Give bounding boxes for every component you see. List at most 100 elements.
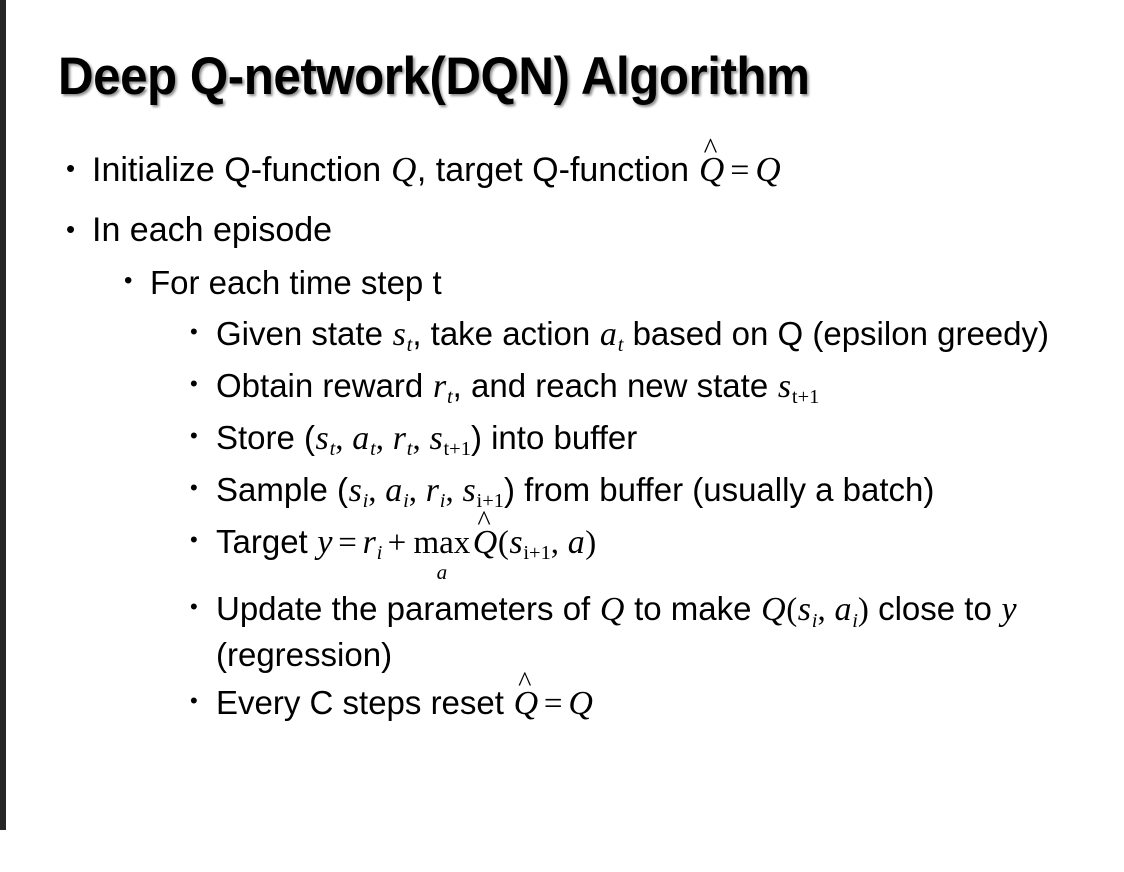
- slide-body: • Initialize Q-function Q, target Q-func…: [0, 134, 1124, 726]
- bullet-in-each-episode-text: In each episode: [92, 210, 333, 249]
- bullet-update: • Update the parameters of Q to make Q(s…: [0, 588, 1124, 675]
- text-fragment: Update the parameters of: [216, 590, 600, 628]
- math-var-a: a: [352, 420, 370, 458]
- math-var-a: a: [834, 591, 852, 629]
- math-subscript: i: [439, 490, 446, 513]
- math-subscript: i: [403, 490, 409, 513]
- math-subscript: t: [406, 334, 413, 357]
- math-var-s: s: [348, 471, 362, 509]
- math-var-r: r: [362, 523, 376, 561]
- math-subscript: i+1: [476, 490, 504, 512]
- bullet-dot-icon: •: [190, 526, 198, 552]
- math-separator: ,: [408, 472, 426, 509]
- math-paren: (: [497, 524, 509, 561]
- bullet-given-state-text: Given state st, take action at based on …: [216, 313, 1124, 359]
- bullet-in-each-episode: • In each episode: [0, 209, 1124, 252]
- text-fragment: (regression): [216, 636, 393, 674]
- math-max-underscript: a: [436, 559, 448, 584]
- math-var-q: Q: [568, 684, 593, 722]
- math-subscript: i: [811, 609, 818, 632]
- math-equals: =: [730, 152, 750, 189]
- math-var-a: a: [385, 471, 403, 509]
- hat-accent: ^: [703, 132, 718, 165]
- math-subscript: i+1: [523, 542, 550, 564]
- math-equals: =: [543, 685, 563, 722]
- text-fragment: to make: [624, 590, 761, 628]
- math-max-label: max: [413, 525, 471, 562]
- math-subscript: i: [376, 541, 383, 564]
- text-fragment: , take action: [412, 315, 600, 353]
- math-subscript-value: t+1: [443, 438, 471, 461]
- text-fragment: based on Q (epsilon greedy): [623, 315, 1049, 353]
- math-separator: ,: [817, 592, 834, 629]
- math-var-qhat: ^Q: [698, 134, 725, 192]
- text-fragment: , and reach new state: [452, 367, 778, 405]
- math-var-y: y: [1001, 591, 1017, 629]
- math-separator: ,: [368, 472, 385, 509]
- math-var-q: Q: [513, 684, 539, 722]
- text-fragment: Store (: [216, 419, 316, 457]
- math-subscript-value: t+1: [791, 386, 820, 409]
- math-separator: ,: [375, 421, 393, 458]
- bullet-sample: • Sample (si, ai, ri, si+1) from buffer …: [0, 469, 1124, 515]
- math-subscript: t: [617, 334, 624, 357]
- math-paren: ): [585, 524, 597, 561]
- math-subscript: i: [852, 609, 858, 632]
- bullet-initialize-text: Initialize Q-function Q, target Q-functi…: [92, 134, 1124, 193]
- math-separator: ,: [550, 524, 568, 561]
- math-var-s: s: [797, 591, 811, 629]
- math-subscript: t+1: [443, 438, 471, 460]
- math-subscript: t: [406, 438, 413, 461]
- bullet-for-each-time-step: • For each time step t: [0, 262, 1124, 304]
- math-var-a: a: [599, 316, 617, 354]
- text-fragment: Obtain reward: [216, 367, 433, 405]
- math-subscript: t+1: [791, 386, 820, 409]
- bullet-sample-text: Sample (si, ai, ri, si+1) from buffer (u…: [216, 469, 1124, 515]
- math-var-q: Q: [698, 150, 725, 189]
- text-fragment: close to: [868, 590, 1001, 628]
- math-var-s: s: [392, 316, 406, 354]
- hat-accent: ^: [518, 666, 532, 698]
- text-fragment: Given state: [216, 315, 393, 353]
- math-subscript: t: [446, 386, 453, 409]
- text-fragment: Initialize Q-function: [92, 151, 391, 189]
- math-var-s: s: [509, 523, 523, 561]
- text-fragment: , target Q-function: [416, 151, 699, 189]
- math-var-r: r: [432, 368, 447, 406]
- bullet-initialize: • Initialize Q-function Q, target Q-func…: [0, 134, 1124, 193]
- bullet-update-text: Update the parameters of Q to make Q(si,…: [216, 588, 1124, 675]
- math-paren: ): [857, 592, 869, 629]
- math-var-s: s: [429, 420, 443, 458]
- bullet-dot-icon: •: [190, 371, 198, 397]
- math-var-s: s: [315, 420, 329, 458]
- text-fragment: Target: [216, 522, 317, 560]
- text-fragment: ) from buffer (usually a batch): [503, 470, 935, 508]
- bullet-dot-icon: •: [66, 153, 76, 183]
- bullet-dot-icon: •: [190, 474, 198, 500]
- math-var-q: Q: [755, 150, 781, 189]
- math-separator: ,: [445, 472, 462, 509]
- bullet-dot-icon: •: [190, 594, 198, 620]
- bullet-store: • Store (st, at, rt, st+1) into buffer: [0, 417, 1124, 463]
- text-fragment: Sample (: [216, 470, 349, 508]
- math-equals: =: [338, 524, 357, 561]
- bullet-dot-icon: •: [124, 266, 133, 294]
- math-var-s: s: [777, 368, 792, 406]
- math-var-s: s: [462, 471, 476, 509]
- math-var-q: Q: [391, 150, 417, 189]
- bullet-reset-target-network: • Every C steps reset ^Q=Q: [0, 668, 1124, 726]
- math-var-q: Q: [472, 523, 498, 561]
- bullet-store-text: Store (st, at, rt, st+1) into buffer: [216, 417, 1124, 463]
- bullet-given-state: • Given state st, take action at based o…: [0, 313, 1124, 359]
- bullet-dot-icon: •: [190, 687, 198, 713]
- slide-left-edge-stripe: [0, 0, 6, 830]
- math-subscript-value: i+1: [476, 490, 504, 513]
- bullet-dot-icon: •: [66, 213, 76, 244]
- math-var-q: Q: [761, 591, 786, 629]
- math-subscript: i: [362, 490, 369, 513]
- bullet-dot-icon: •: [190, 319, 198, 345]
- math-separator: ,: [335, 421, 352, 458]
